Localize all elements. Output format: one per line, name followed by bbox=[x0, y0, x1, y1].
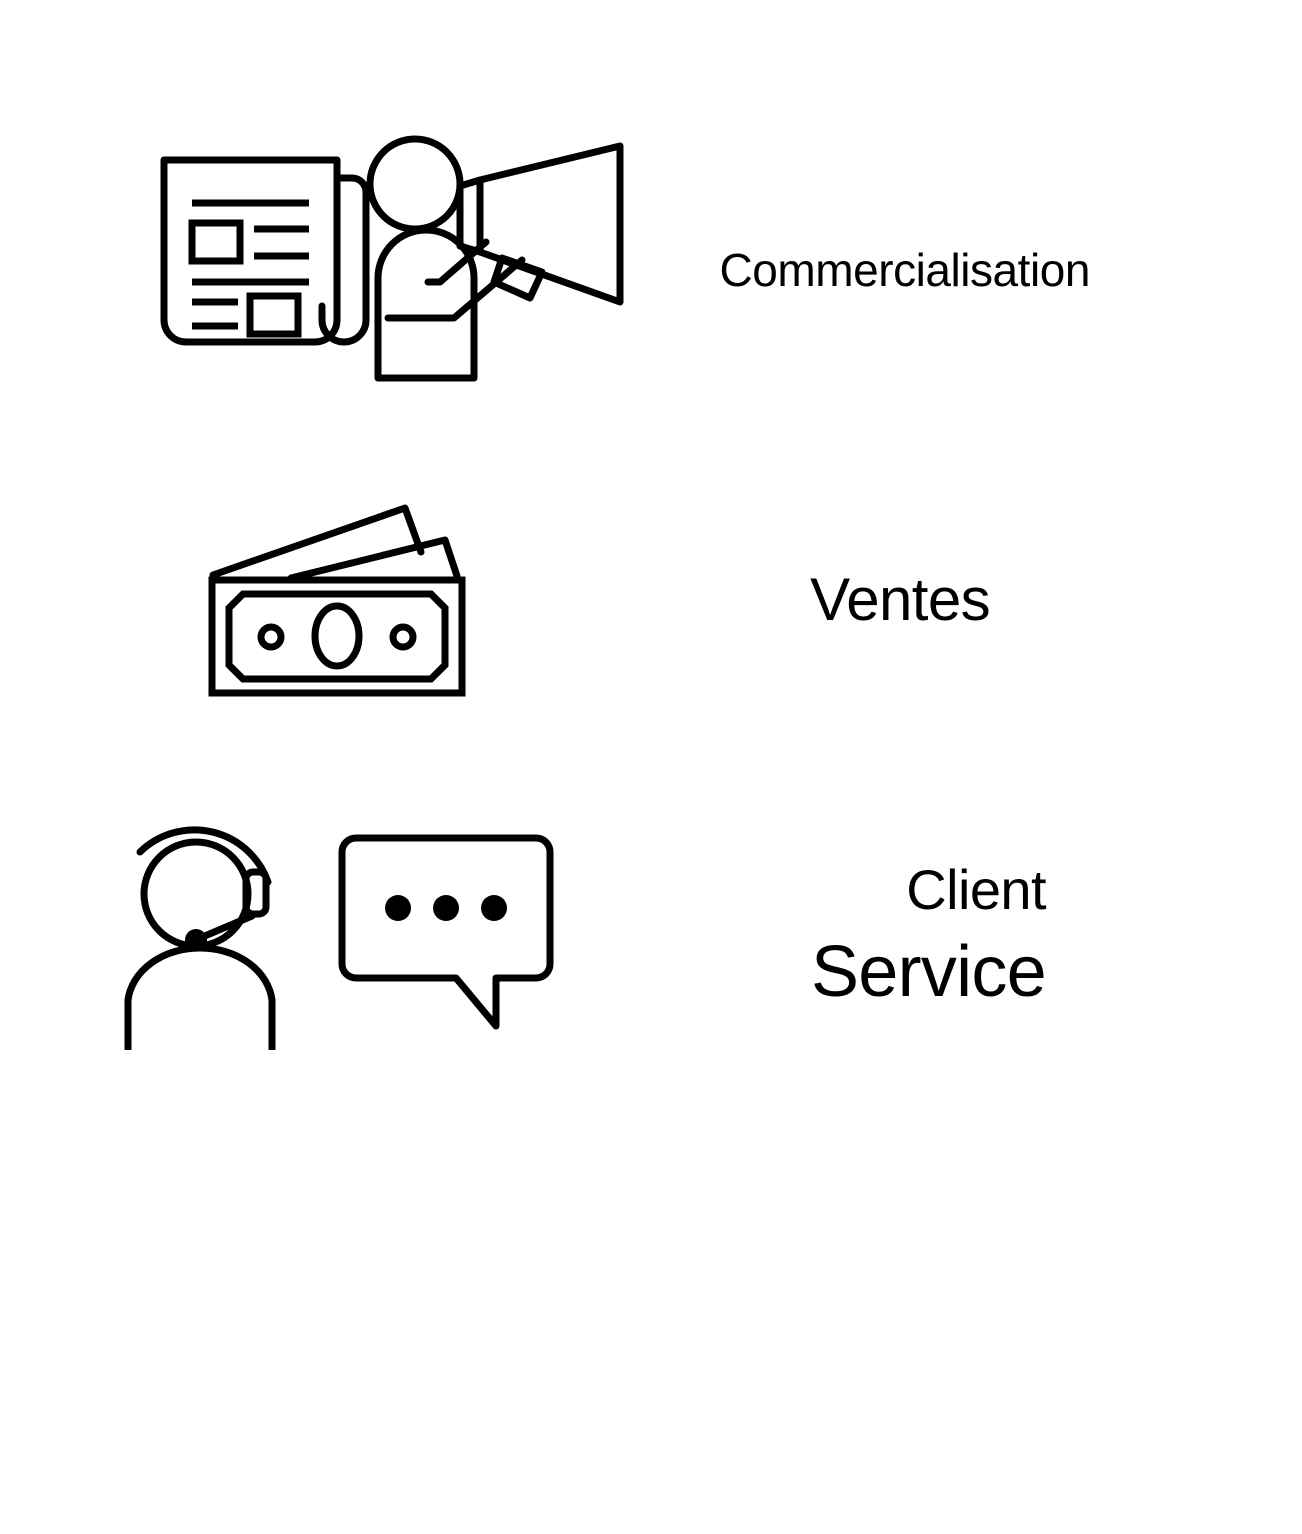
customer-service-label-line-1: Client bbox=[906, 858, 1046, 921]
chat-dot-3 bbox=[481, 895, 507, 921]
marketing-label-cell: Commercialisation bbox=[660, 130, 1090, 410]
headset-agent-icon bbox=[124, 826, 276, 1050]
person-with-megaphone-icon bbox=[366, 135, 624, 382]
sales-label: Ventes bbox=[810, 566, 990, 633]
service-icon-group bbox=[118, 820, 558, 1050]
customer-service-label-cell: Client Service bbox=[660, 820, 1047, 1050]
banknote-cash-icon bbox=[208, 504, 466, 697]
list-item-sales[interactable]: Ventes bbox=[0, 490, 1302, 710]
list-item-customer-service[interactable]: Client Service bbox=[0, 820, 1302, 1050]
newspaper-and-megaphone-icon bbox=[160, 135, 624, 382]
sales-label-cell: Ventes bbox=[660, 490, 990, 710]
newspaper-icon bbox=[160, 156, 370, 346]
customer-service-label-line-2: Service bbox=[810, 932, 1047, 1012]
marketing-label: Commercialisation bbox=[719, 244, 1090, 296]
headset-agent-and-chat-icon bbox=[124, 826, 554, 1050]
speech-bubble-icon bbox=[338, 834, 554, 1030]
sales-icon-group bbox=[195, 490, 485, 710]
marketing-icon-group bbox=[150, 130, 650, 410]
list-item-marketing[interactable]: Commercialisation bbox=[0, 130, 1302, 410]
chat-dot-1 bbox=[385, 895, 411, 921]
chat-dot-2 bbox=[433, 895, 459, 921]
